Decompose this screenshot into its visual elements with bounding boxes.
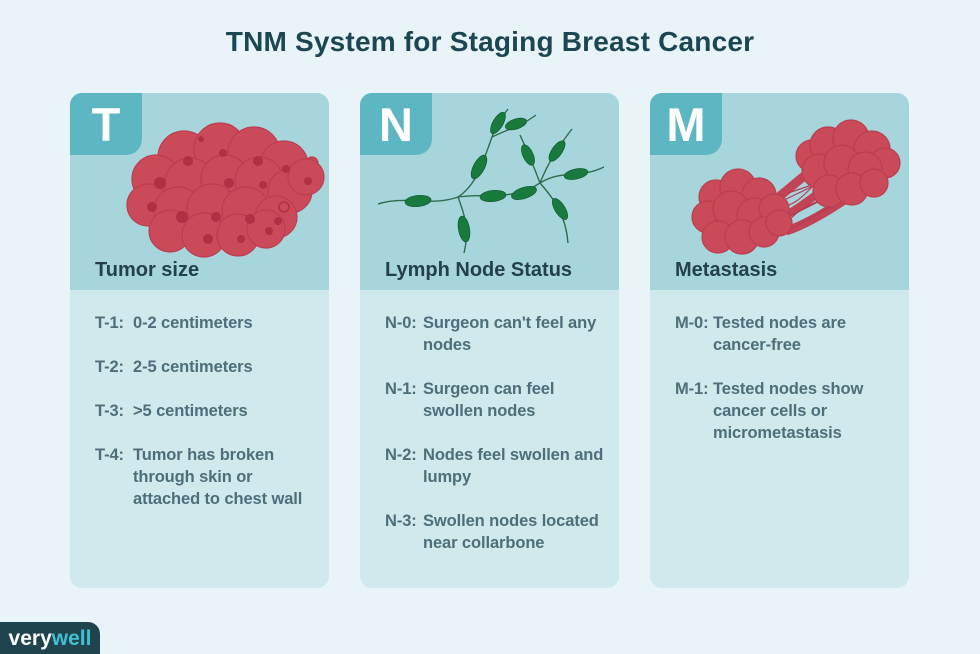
stage-label: M-0: <box>675 314 709 332</box>
stage-description: Swollen nodes located near collarbone <box>423 512 599 552</box>
stage-item-t1: T-1: 0-2 centimeters <box>95 312 317 334</box>
lymph-nodes-icon <box>378 108 604 254</box>
cards-row: T Tumor size T-1: 0-2 centimeters T-2: 2… <box>70 93 909 588</box>
stage-description: Tumor has broken through skin or attache… <box>133 446 303 508</box>
page-title: TNM System for Staging Breast Cancer <box>225 26 755 57</box>
stage-description: 0-2 centimeters <box>133 314 253 332</box>
card-metastasis-header: M Metastasis <box>650 93 909 290</box>
stage-description: Nodes feel swollen and lumpy <box>423 446 604 486</box>
stage-label: M-1: <box>675 380 709 398</box>
card-heading-lymph-node-status: Lymph Node Status <box>385 259 573 281</box>
letter-badge-t: T <box>70 93 142 155</box>
metastasis-clusters-icon <box>691 119 901 255</box>
card-tumor-body: T-1: 0-2 centimeters T-2: 2-5 centimeter… <box>70 290 329 588</box>
stage-item-m1: M-1: Tested nodes show cancer cells or m… <box>675 378 897 444</box>
tumor-cell-cluster-icon <box>126 122 325 258</box>
stage-label: N-0: <box>385 314 417 332</box>
stage-description: Tested nodes are cancer-free <box>713 314 846 354</box>
card-lymph-body: N-0: Surgeon can't feel any nodes N-1: S… <box>360 290 619 588</box>
stage-description: >5 centimeters <box>133 402 248 420</box>
card-metastasis: M Metastasis M-0: Tested nodes are cance… <box>650 93 909 588</box>
stage-item-t2: T-2: 2-5 centimeters <box>95 356 317 378</box>
card-lymph-node-status: N Lymph Node Status N-0: Surgeon can't f… <box>360 93 619 588</box>
card-heading-metastasis: Metastasis <box>675 259 778 281</box>
stage-label: T-4: <box>95 446 124 464</box>
stage-label: T-3: <box>95 402 124 420</box>
letter-badge-n: N <box>360 93 432 155</box>
stage-description: Tested nodes show cancer cells or microm… <box>713 380 864 442</box>
stage-item-t4: T-4: Tumor has broken through skin or at… <box>95 444 317 510</box>
logo-text-well: well <box>51 626 92 650</box>
stage-description: Surgeon can feel swollen nodes <box>423 380 555 420</box>
stage-label: N-3: <box>385 512 417 530</box>
stage-description: 2-5 centimeters <box>133 358 253 376</box>
stage-item-m0: M-0: Tested nodes are cancer-free <box>675 312 897 356</box>
card-tumor-header: T Tumor size <box>70 93 329 290</box>
stage-label: N-1: <box>385 380 417 398</box>
card-lymph-header: N Lymph Node Status <box>360 93 619 290</box>
logo-text-very: very <box>8 626 52 650</box>
badge-letter: N <box>379 97 413 151</box>
badge-letter: M <box>666 97 706 151</box>
stage-label: N-2: <box>385 446 417 464</box>
card-heading-tumor-size: Tumor size <box>95 259 200 281</box>
stage-item-n3: N-3: Swollen nodes located near collarbo… <box>385 510 607 554</box>
card-metastasis-body: M-0: Tested nodes are cancer-free M-1: T… <box>650 290 909 588</box>
stage-item-n0: N-0: Surgeon can't feel any nodes <box>385 312 607 356</box>
stage-label: T-1: <box>95 314 124 332</box>
stage-description: Surgeon can't feel any nodes <box>423 314 597 354</box>
card-tumor-size: T Tumor size T-1: 0-2 centimeters T-2: 2… <box>70 93 329 588</box>
stage-item-t3: T-3: >5 centimeters <box>95 400 317 422</box>
stage-label: T-2: <box>95 358 124 376</box>
stage-item-n1: N-1: Surgeon can feel swollen nodes <box>385 378 607 422</box>
stage-item-n2: N-2: Nodes feel swollen and lumpy <box>385 444 607 488</box>
letter-badge-m: M <box>650 93 722 155</box>
badge-letter: T <box>91 97 121 151</box>
